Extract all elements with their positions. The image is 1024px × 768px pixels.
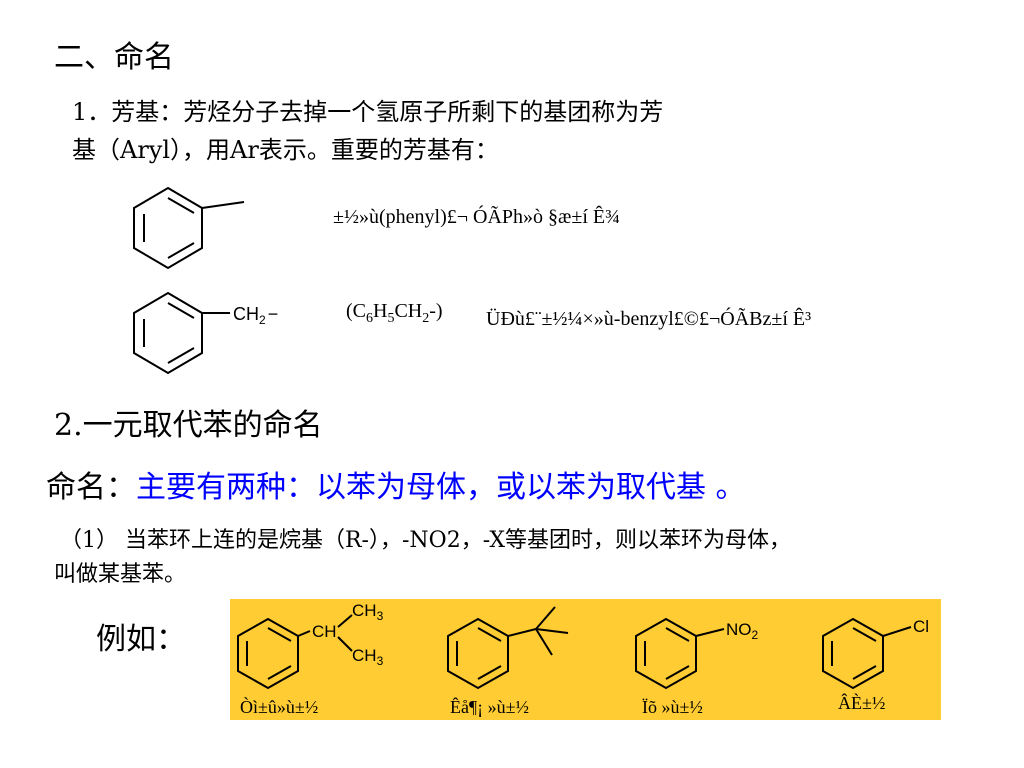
section2-title: 2.一元取代苯的命名 (54, 408, 323, 443)
example-label: 例如： (96, 622, 186, 657)
tert-butylbenzene-caption: Êå¶¡ »ù±½ (450, 697, 530, 717)
examples-panel: CH CH3 CH3 Òì±û»ù±½ Êå¶¡ »ù±½ NO2 Ïõ »ù±… (230, 599, 941, 720)
aryl-definition-line2: 基（Aryl），用Ar表示。重要的芳基有： (72, 136, 499, 164)
tert-butylbenzene-structure-icon (447, 606, 569, 690)
isopropyl-ch3-top-label: CH3 (352, 601, 384, 623)
isopropylbenzene-structure-icon: CH CH3 CH3 (237, 601, 384, 690)
isopropyl-ch-label: CH (312, 622, 337, 641)
phenyl-structure-icon (133, 186, 245, 270)
chlorobenzene-caption: ÂÈ±½ (838, 693, 886, 713)
chlorobenzene-structure-icon: Cl (822, 617, 929, 690)
naming-text: 主要有两种：以苯为母体，或以苯为取代基 。 (136, 470, 746, 505)
naming-label: 命名： (46, 470, 136, 505)
rule1-line2: 叫做某基苯。 (54, 562, 187, 587)
benzyl-structure-icon: CH2− (133, 291, 278, 375)
rule1-line1: （1） 当苯环上连的是烷基（R-），-NO2，-X等基团时，则以苯环为母体， (60, 528, 792, 553)
benzyl-ch2-label: CH2− (233, 304, 278, 327)
nitro-label: NO2 (726, 620, 759, 642)
benzyl-formula: (C6H5CH2-) (346, 300, 443, 326)
nitrobenzene-caption: Ïõ »ù±½ (642, 697, 703, 717)
benzyl-description: ÜÐù£¨±½¼×»ù-benzyl£©£¬ÓÃBz±í Ê³ (486, 308, 812, 330)
phenyl-description: ±½»ù(phenyl)£¬ ÓÃPh»ò §æ±í Ê¾ (333, 206, 621, 228)
section1-title: 二、命名 (54, 40, 174, 75)
chloro-label: Cl (913, 617, 929, 636)
nitrobenzene-structure-icon: NO2 (635, 617, 759, 690)
isopropylbenzene-caption: Òì±û»ù±½ (240, 697, 319, 717)
naming-line: 命名：主要有两种：以苯为母体，或以苯为取代基 。 (46, 462, 746, 506)
isopropyl-ch3-bottom-label: CH3 (352, 646, 384, 668)
aryl-definition-line1: 1．芳基：芳烃分子去掉一个氢原子所剩下的基团称为芳 (72, 98, 664, 126)
